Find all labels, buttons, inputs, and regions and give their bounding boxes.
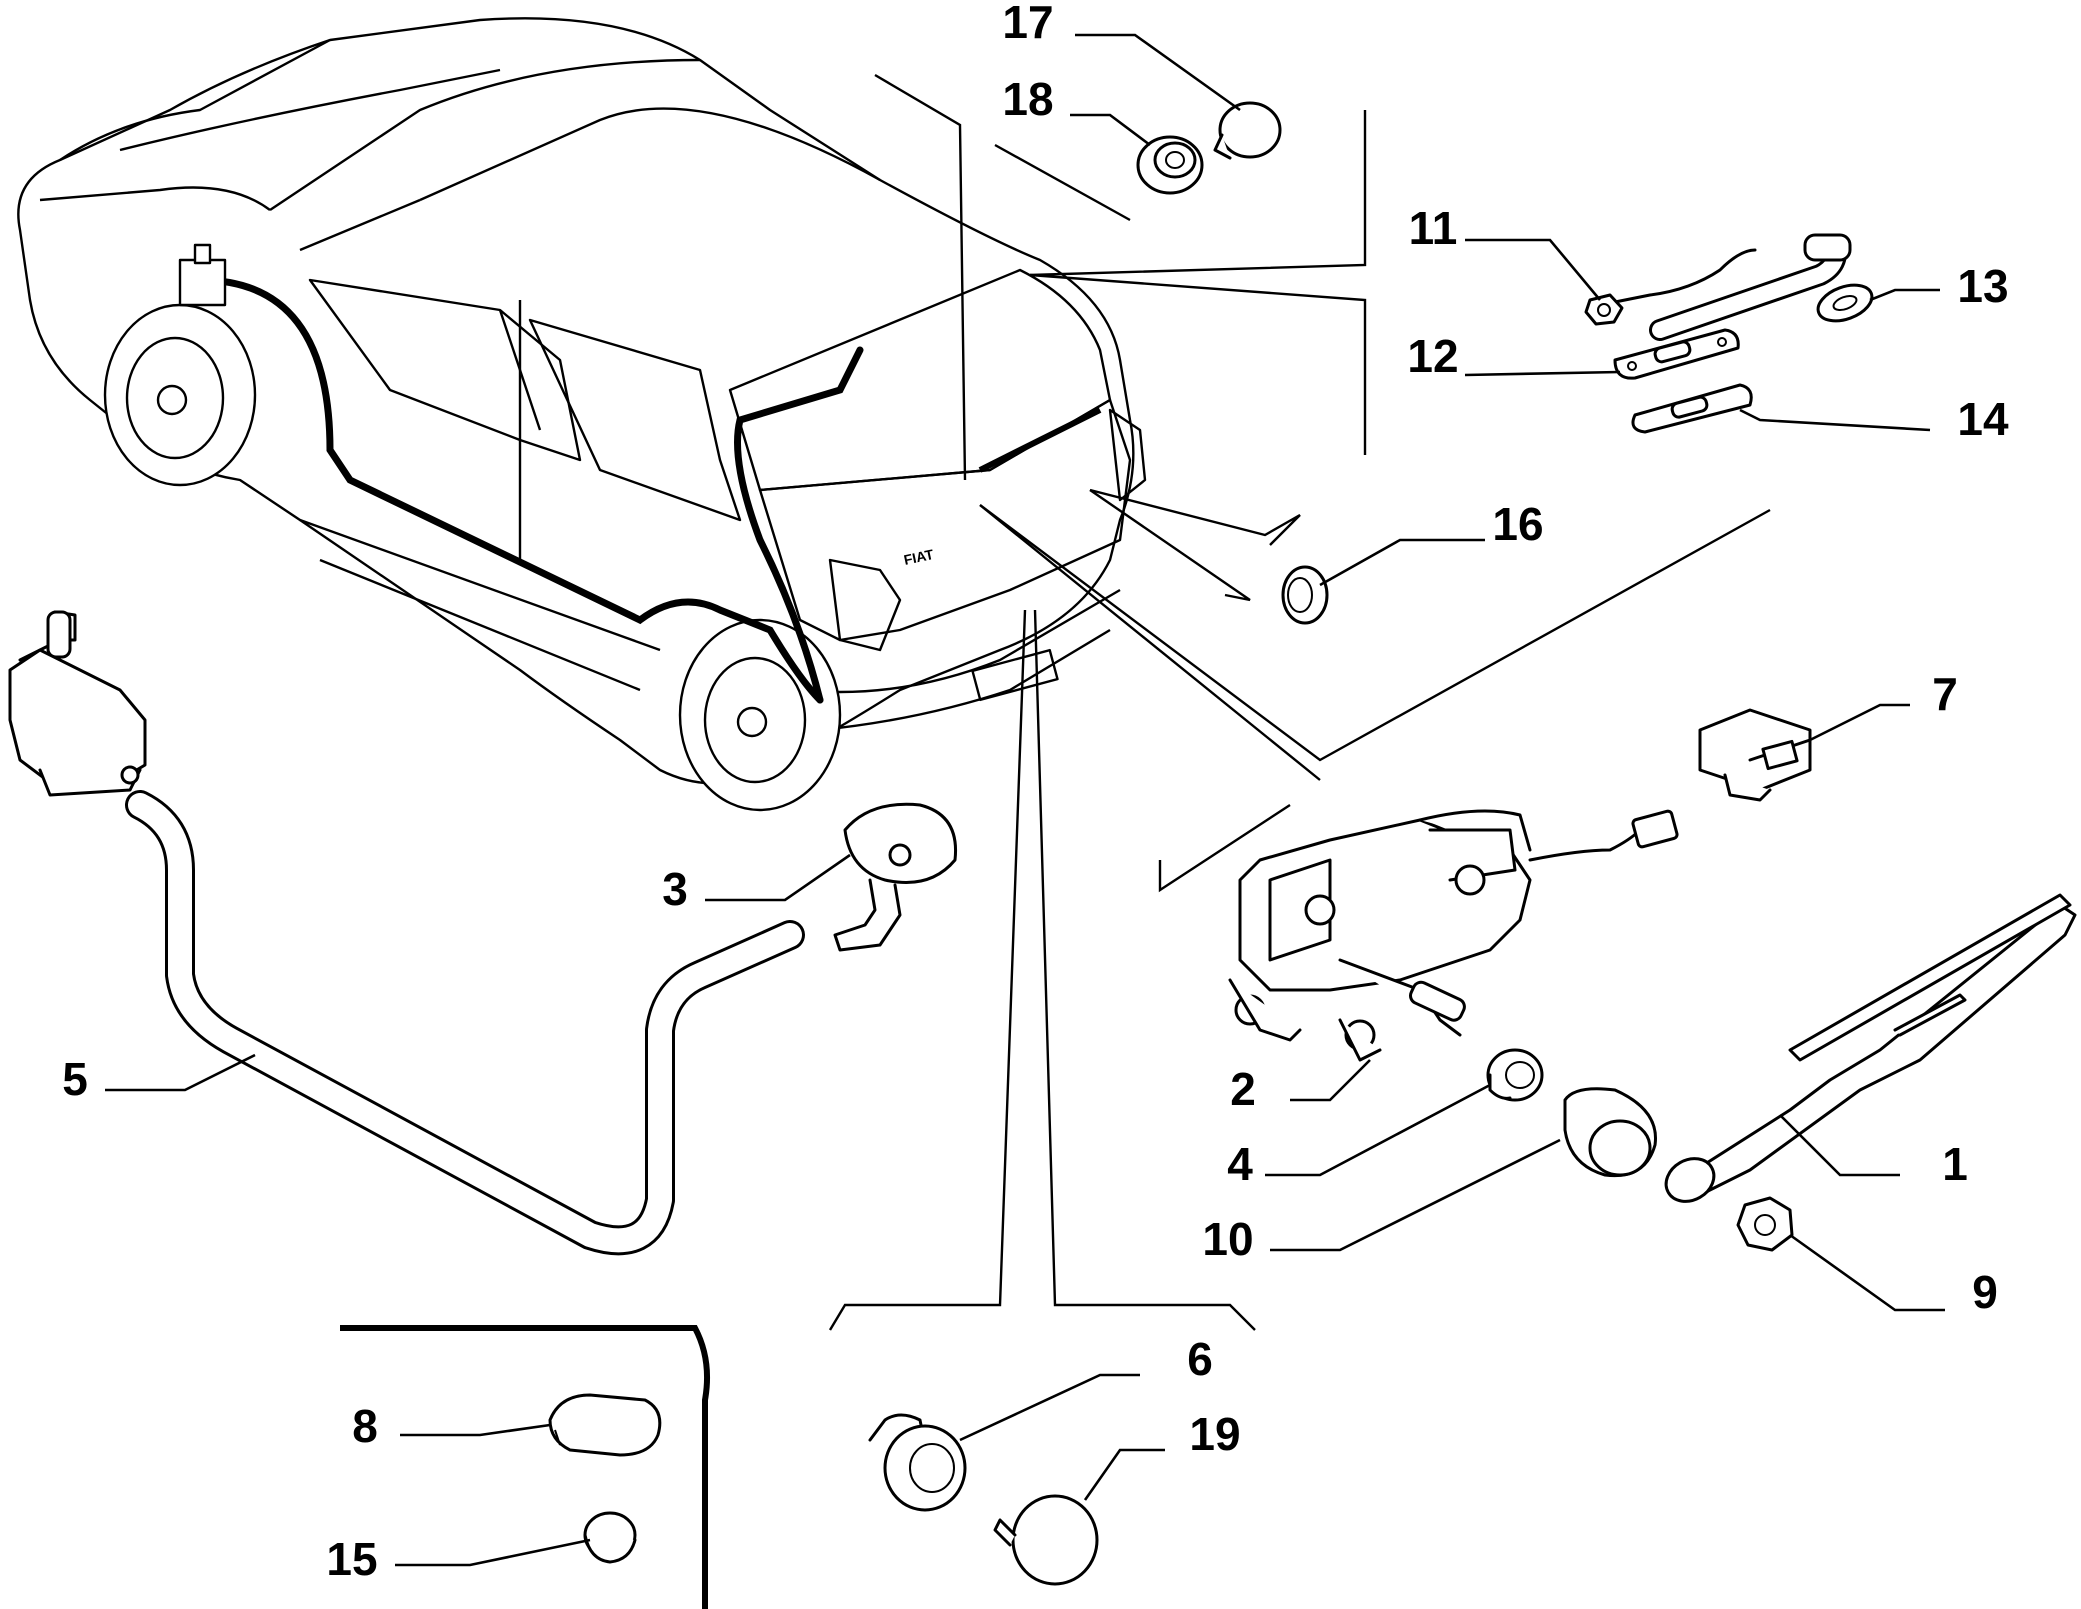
callout-5: 5 xyxy=(62,1053,88,1105)
gasket-13 xyxy=(1816,283,1874,323)
callout-15: 15 xyxy=(326,1533,377,1585)
nut-9 xyxy=(1736,1196,1794,1252)
leader-frames xyxy=(340,73,1771,1609)
callout-19: 19 xyxy=(1189,1408,1240,1460)
connector-7 xyxy=(1698,708,1812,802)
nut-11 xyxy=(1584,293,1624,326)
callout-2: 2 xyxy=(1230,1063,1256,1115)
gasket-14 xyxy=(1631,383,1753,434)
washer-pump-loose xyxy=(8,610,147,797)
plug-15 xyxy=(583,1511,637,1564)
callout-10: 10 xyxy=(1202,1213,1253,1265)
washer-nozzle-3 xyxy=(833,802,958,952)
grommet-6 xyxy=(868,1413,967,1512)
car-illustration: FIAT xyxy=(17,17,1147,812)
cap-19 xyxy=(993,1494,1099,1586)
washer-jet-assembly xyxy=(1598,233,1852,341)
cap-10 xyxy=(1563,1087,1657,1178)
grommet-16 xyxy=(1281,565,1329,625)
callout-12: 12 xyxy=(1407,330,1458,382)
callout-13: 13 xyxy=(1957,260,2008,312)
callout-6: 6 xyxy=(1187,1333,1213,1385)
cap-17 xyxy=(1213,101,1282,160)
car-badge-text: FIAT xyxy=(902,546,935,568)
gasket-12 xyxy=(1613,328,1740,380)
callout-18: 18 xyxy=(1002,73,1053,125)
bush-4 xyxy=(1486,1048,1544,1102)
rear-wheel xyxy=(678,618,842,812)
callout-14: 14 xyxy=(1957,393,2009,445)
callout-4: 4 xyxy=(1227,1138,1253,1190)
callout-1: 1 xyxy=(1942,1138,1968,1190)
callout-leaders xyxy=(105,33,1945,1567)
callout-17: 17 xyxy=(1002,0,1053,48)
callout-11: 11 xyxy=(1409,202,1458,254)
front-wheel xyxy=(103,303,257,487)
callout-labels: 1 2 3 4 5 6 7 8 9 10 11 12 13 14 15 16 1… xyxy=(62,0,2009,1585)
grommet-18 xyxy=(1136,135,1204,195)
callout-3: 3 xyxy=(662,863,688,915)
wiper-motor-2 xyxy=(1228,809,1679,1062)
plug-8 xyxy=(548,1393,662,1457)
wiper-arm-1 xyxy=(1664,893,2077,1203)
callout-8: 8 xyxy=(352,1400,378,1452)
callout-7: 7 xyxy=(1932,668,1958,720)
washer-hose-5 xyxy=(125,790,805,1256)
callout-9: 9 xyxy=(1972,1266,1998,1318)
callout-16: 16 xyxy=(1492,498,1543,550)
